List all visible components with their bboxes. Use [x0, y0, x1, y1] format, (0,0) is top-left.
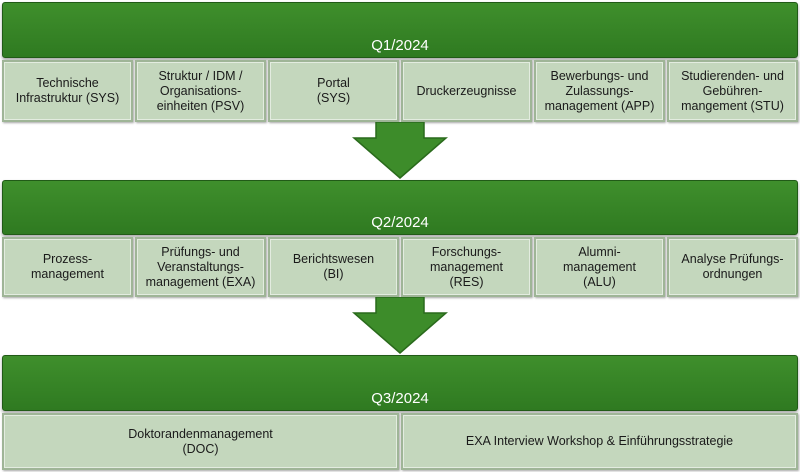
item-technische-infrastruktur: Technische Infrastruktur (SYS)	[2, 60, 133, 122]
phase-header-q1: Q1/2024	[2, 2, 798, 58]
item-struktur-idm: Struktur / IDM / Organisations- einheite…	[135, 60, 266, 122]
item-studierendenmanagement: Studierenden- und Gebühren- mangement (S…	[667, 60, 798, 122]
phase-items-q1: Technische Infrastruktur (SYS) Struktur …	[2, 60, 798, 122]
item-prozessmanagement: Prozess- management	[2, 237, 133, 297]
down-arrow-2	[352, 297, 448, 354]
phase-items-q3: Doktorandenmanagement (DOC) EXA Intervie…	[2, 413, 798, 470]
item-doktorandenmanagement: Doktorandenmanagement (DOC)	[2, 413, 399, 470]
phase-title-q3: Q3/2024	[371, 390, 429, 407]
item-druckerzeugnisse: Druckerzeugnisse	[401, 60, 532, 122]
item-forschungsmanagement: Forschungs- management (RES)	[401, 237, 532, 297]
phase-header-q3: Q3/2024	[2, 355, 798, 411]
item-bewerbungsmanagement: Bewerbungs- und Zulassungs- management (…	[534, 60, 665, 122]
item-pruefungsmanagement: Prüfungs- und Veranstaltungs- management…	[135, 237, 266, 297]
item-analyse-pruefungsordnungen: Analyse Prüfungs- ordnungen	[667, 237, 798, 297]
phase-header-q2: Q2/2024	[2, 180, 798, 235]
phase-title-q2: Q2/2024	[371, 214, 429, 231]
down-arrow-1	[352, 122, 448, 179]
item-alumnimanagement: Alumni- management (ALU)	[534, 237, 665, 297]
item-portal: Portal (SYS)	[268, 60, 399, 122]
phase-title-q1: Q1/2024	[371, 37, 429, 54]
item-berichtswesen: Berichtswesen (BI)	[268, 237, 399, 297]
item-exa-interview-workshop: EXA Interview Workshop & Einführungsstra…	[401, 413, 798, 470]
phase-items-q2: Prozess- management Prüfungs- und Verans…	[2, 237, 798, 297]
